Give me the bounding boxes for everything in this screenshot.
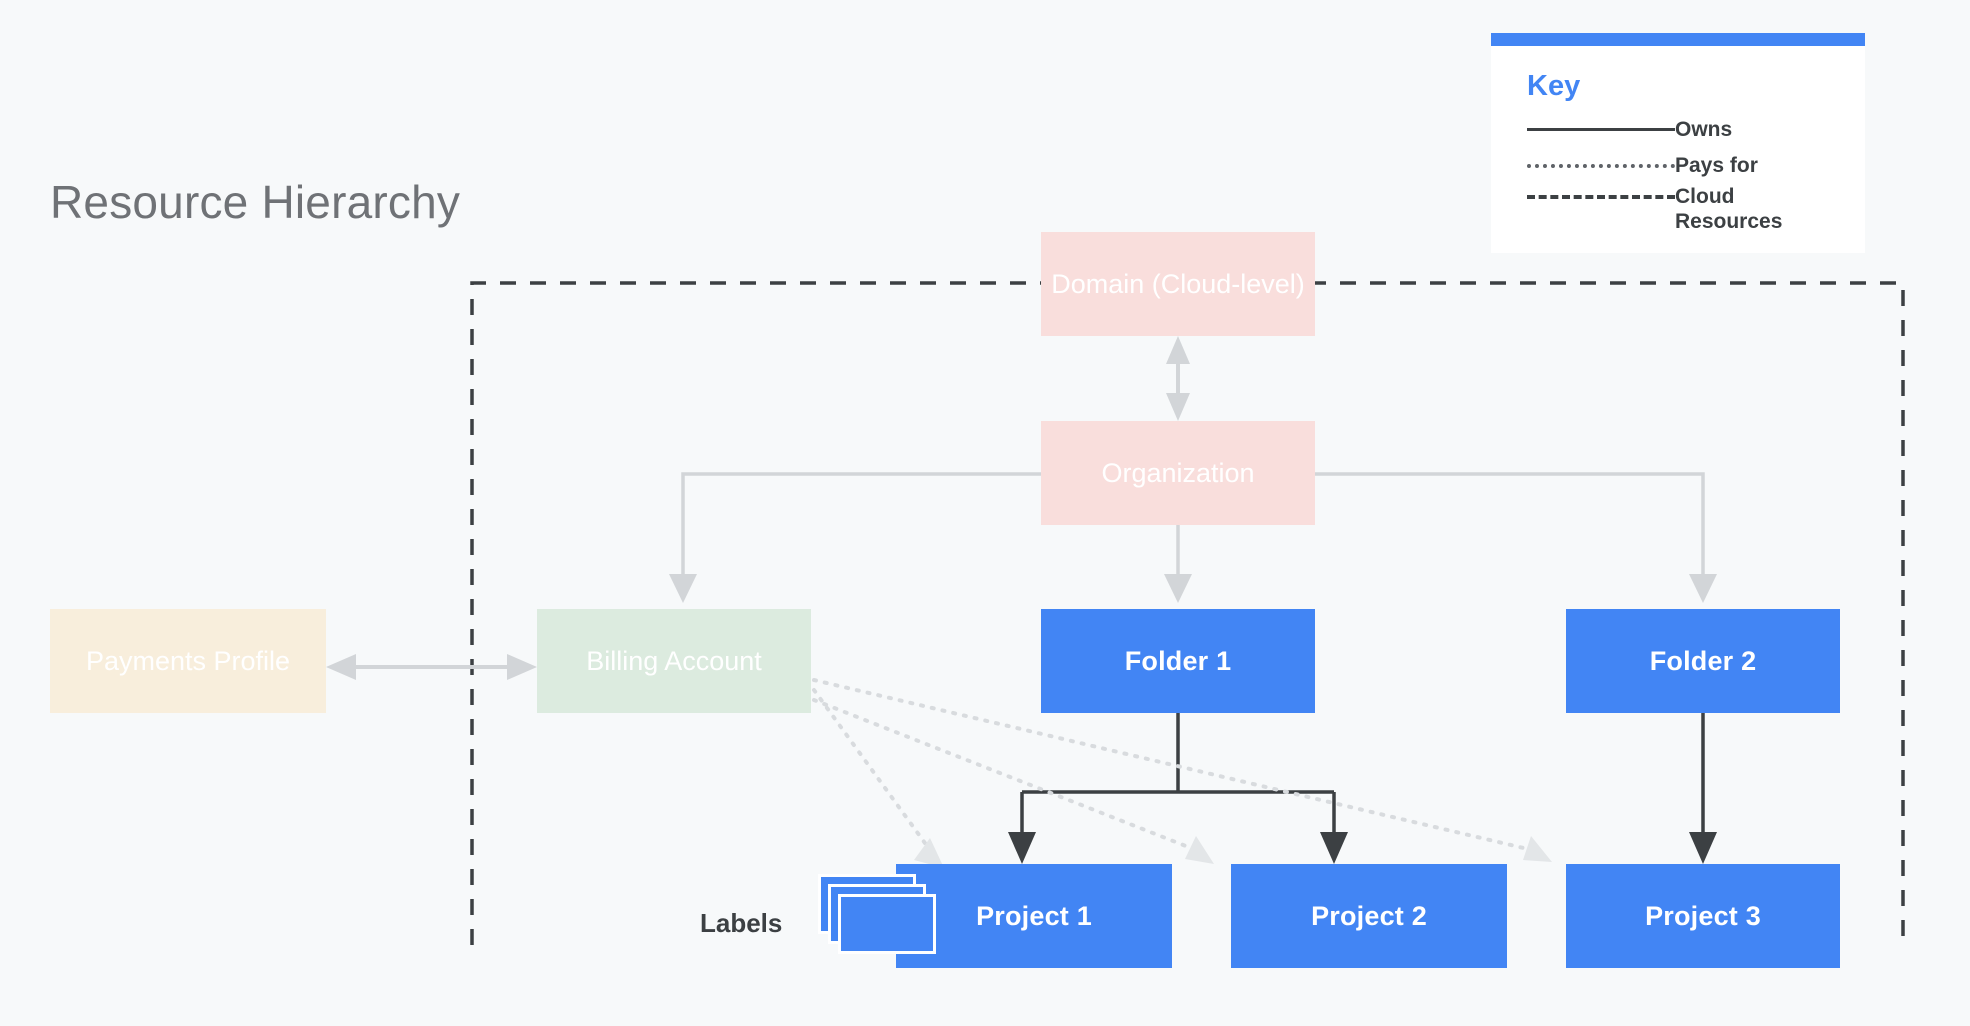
node-billing-account[interactable]: Billing Account (537, 609, 811, 713)
node-domain[interactable]: Domain (Cloud-level) (1041, 232, 1315, 336)
key-entry-list: Owns Pays for Cloud Resources (1527, 113, 1865, 237)
edge-billing-pays-project1 (812, 688, 944, 868)
node-folder-1[interactable]: Folder 1 (1041, 609, 1315, 713)
node-project-2[interactable]: Project 2 (1231, 864, 1507, 968)
edge-organization-billing-account (669, 472, 1041, 603)
key-legend-panel: Key Owns Pays for Cloud Resources (1491, 33, 1865, 253)
labels-stack-icon (818, 874, 948, 954)
key-accent-bar (1491, 33, 1865, 46)
label-card-front (838, 894, 936, 954)
edge-payments-billing (326, 654, 537, 680)
key-entry-label: Cloud Resources (1675, 185, 1783, 233)
key-entry-label: Owns (1675, 117, 1733, 141)
edge-billing-pays-project2 (812, 698, 1214, 864)
key-entry-cloud-resources: Cloud Resources (1527, 185, 1865, 235)
labels-caption: Labels (700, 908, 783, 938)
key-title: Key (1527, 70, 1581, 102)
page-title: Resource Hierarchy (50, 176, 461, 228)
node-payments-profile[interactable]: Payments Profile (50, 609, 326, 713)
node-folder-2[interactable]: Folder 2 (1566, 609, 1840, 713)
edge-folder2-project3 (1689, 713, 1717, 864)
edge-domain-organization (1166, 336, 1190, 421)
key-entry-owns: Owns (1527, 113, 1865, 147)
edge-folder1-projects (1008, 713, 1348, 864)
node-project-1[interactable]: Project 1 (896, 864, 1172, 968)
key-entry-label: Pays for (1675, 153, 1758, 177)
edge-organization-folder2 (1315, 472, 1717, 603)
node-organization[interactable]: Organization (1041, 421, 1315, 525)
key-entry-pays-for: Pays for (1527, 149, 1865, 183)
node-project-3[interactable]: Project 3 (1566, 864, 1840, 968)
edge-organization-folder1 (1164, 525, 1192, 603)
